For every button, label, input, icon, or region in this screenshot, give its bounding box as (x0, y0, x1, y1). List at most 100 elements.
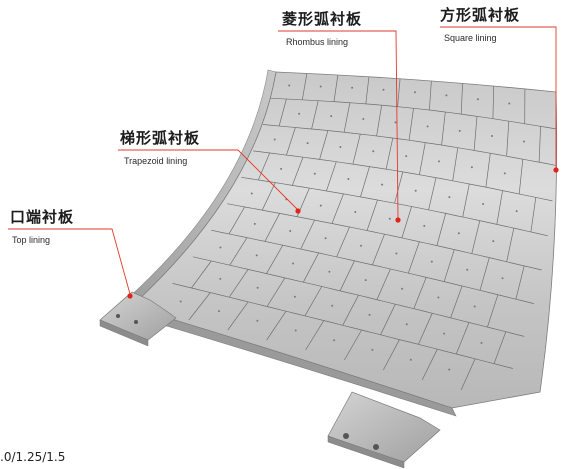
plate-bolt (289, 230, 292, 232)
plate-column-seam (372, 234, 385, 266)
plate-column-seam (408, 108, 414, 141)
plate-column-seam (261, 182, 276, 211)
plate-bolt (503, 172, 506, 175)
plate-column-seam (462, 183, 470, 218)
plate-bolt (293, 295, 296, 298)
plate-bolt (443, 332, 446, 335)
plate-bolt (294, 329, 297, 332)
trapezoid-lining-subtitle: Trapezoid lining (124, 156, 188, 166)
leader-line-trapezoid (118, 149, 299, 211)
plate-column-seam (492, 83, 495, 119)
plate-column-seam (344, 329, 362, 361)
marker-square (553, 167, 559, 173)
marker-rhombus (395, 217, 401, 223)
plate-column-seam (266, 311, 287, 341)
leader-line-square (440, 26, 557, 168)
thickness-spec-text: .0/1.25/1.5 (0, 450, 66, 464)
flange-bolt-hole (343, 433, 349, 439)
plate-column-seam (460, 358, 476, 391)
plate-column-seam (429, 77, 432, 111)
plate-bolt (394, 121, 397, 124)
plate-column-seam (302, 252, 320, 283)
plate-column-seam (479, 257, 490, 291)
plate-bolt (423, 224, 426, 227)
plate-bolt (395, 252, 398, 255)
plate-column-seam (515, 265, 525, 300)
plate-column-seam (506, 121, 510, 157)
flange-bolt-hole (116, 314, 120, 318)
plate-column-seam (191, 260, 212, 289)
plate-bolt (371, 348, 374, 351)
plate-column-seam (460, 80, 464, 115)
plate-bolt (331, 304, 334, 307)
plate-column-seam (450, 285, 463, 318)
plate-bolt (288, 84, 291, 87)
plate-bolt (218, 310, 220, 313)
plate-column-seam (188, 292, 211, 321)
plate-bolt (253, 222, 256, 225)
plate-column-seam (471, 220, 481, 254)
top-lining-title: 口端衬板 (10, 208, 75, 226)
plate-bottom-edge (135, 301, 457, 417)
leader-line-rhombus (278, 30, 399, 219)
plate-column-seam (530, 197, 537, 233)
plate-column-seam (376, 268, 391, 300)
plate-column-seam (380, 304, 396, 335)
plate-column-seam (304, 286, 323, 317)
plate-column-seam (319, 130, 329, 160)
plate-column-seam (493, 331, 507, 364)
plate-bolt (306, 142, 309, 145)
plate-bolt (319, 85, 322, 88)
plate-bolt (347, 178, 350, 180)
plate-column-seam (257, 152, 271, 181)
plate-column-seam (419, 142, 426, 175)
plate-bolt (364, 279, 367, 282)
end-flange-side (327, 435, 405, 469)
plate-bolt (426, 125, 429, 128)
plate-bolt (382, 88, 385, 91)
plate-column-seam (485, 153, 491, 188)
top-lining-flange-side (99, 319, 149, 347)
plate-bolt (405, 323, 408, 326)
plate-bolt (448, 368, 451, 371)
plate-column-seam (496, 190, 503, 225)
plate-bolt (476, 98, 479, 101)
flange-bolt-hole (134, 320, 138, 324)
plate-column-seam (518, 159, 524, 195)
leader-line-top (8, 228, 131, 295)
plate-column-seam (266, 245, 284, 274)
plate-bolt (298, 112, 301, 115)
plate-bolt (339, 146, 342, 148)
plate-column-seam (436, 213, 447, 246)
plate-column-seam (305, 320, 325, 351)
plate-column-seam (441, 111, 446, 146)
plate-bolt (409, 358, 412, 361)
plate-column-seam (343, 102, 351, 133)
plate-bolt (457, 232, 460, 235)
plate-column-seam (278, 98, 287, 127)
plate-bolt (292, 262, 295, 265)
plate-bolt (401, 287, 404, 290)
plate-column-seam (352, 134, 361, 165)
plate-bolt (501, 277, 504, 280)
plate-column-seam (418, 313, 433, 345)
plate-bolt (466, 268, 469, 271)
plate-bolt (523, 140, 525, 143)
plate-column-seam (360, 166, 370, 197)
plate-column-seam (286, 127, 296, 156)
plate-column-seam (455, 322, 470, 355)
plate-bolt (368, 313, 371, 316)
plate-column-seam (452, 147, 459, 181)
plate-bolt (414, 189, 417, 192)
plate-bolt (388, 217, 391, 220)
plate-column-seam (227, 301, 249, 331)
plate-column-seam (342, 295, 359, 326)
plate-column-seam (326, 161, 337, 192)
square-lining-subtitle: Square lining (444, 33, 497, 43)
plate-column-seam (229, 237, 248, 266)
rhombus-lining-title: 菱形弧衬板 (282, 10, 363, 28)
plate-column-seam (385, 138, 394, 170)
plate-bolt (333, 339, 336, 342)
plate-column-seam (333, 72, 339, 102)
